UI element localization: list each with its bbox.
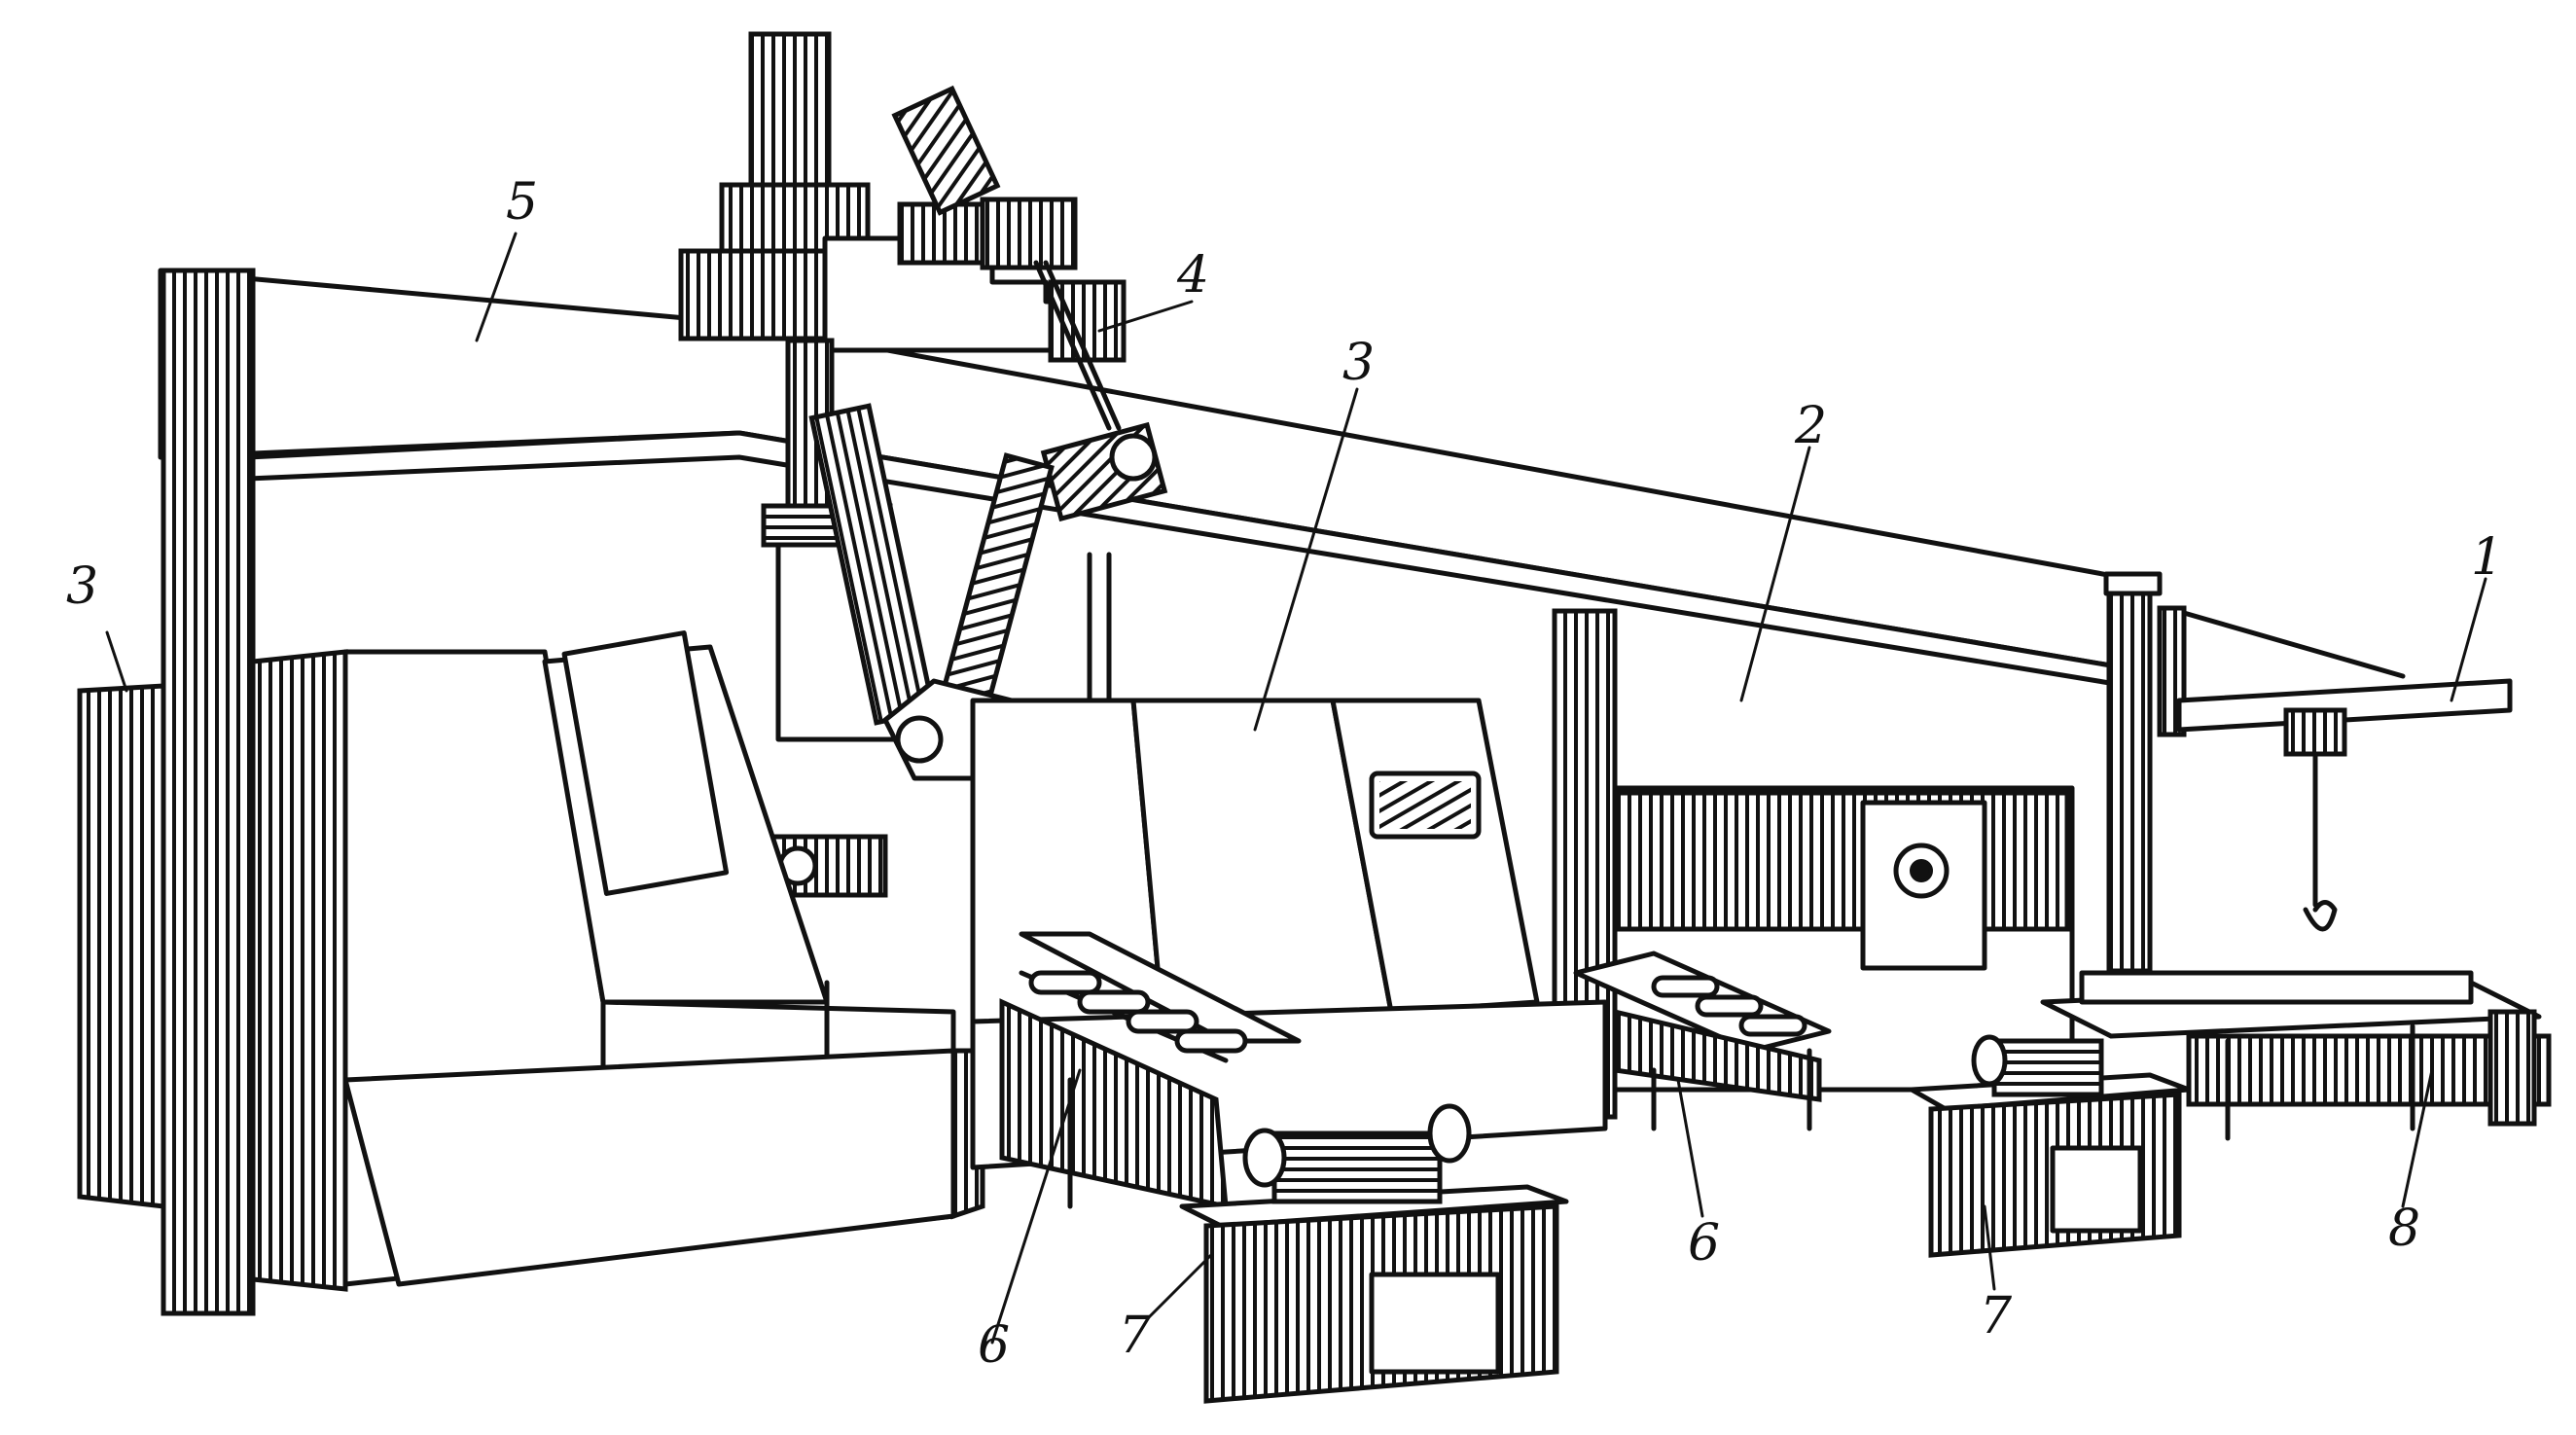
hoist	[2157, 605, 2513, 932]
label-6-right: 6	[1688, 1214, 1720, 1273]
robot-carriage	[678, 31, 1171, 810]
label-4: 4	[1176, 246, 1209, 305]
gantry-left-column	[161, 268, 256, 1316]
roller-conveyor-left	[999, 931, 1302, 1210]
roller-conveyor-right	[1573, 951, 1832, 1131]
label-7-right: 7	[1980, 1287, 2013, 1345]
leader-lines	[105, 232, 2487, 1345]
pallet-stand-center	[1179, 1103, 1569, 1404]
labels: 1 2 3 3 4 5 6 6 7 7 8	[66, 173, 2503, 1375]
lathe-1	[250, 630, 985, 1292]
roller-conveyor-8	[2040, 970, 2552, 1141]
label-5: 5	[506, 173, 538, 232]
label-2: 2	[1794, 397, 1827, 455]
label-6-left: 6	[978, 1316, 1010, 1375]
gantry-right-column	[2106, 579, 2153, 974]
label-3-left: 3	[66, 557, 98, 616]
label-8: 8	[2388, 1200, 2420, 1258]
left-enclosure	[77, 683, 166, 1209]
pallet-stand-right	[1909, 1034, 2192, 1258]
label-7-center: 7	[1119, 1307, 1152, 1365]
label-1: 1	[2471, 528, 2503, 587]
label-3-center: 3	[1342, 334, 1375, 392]
